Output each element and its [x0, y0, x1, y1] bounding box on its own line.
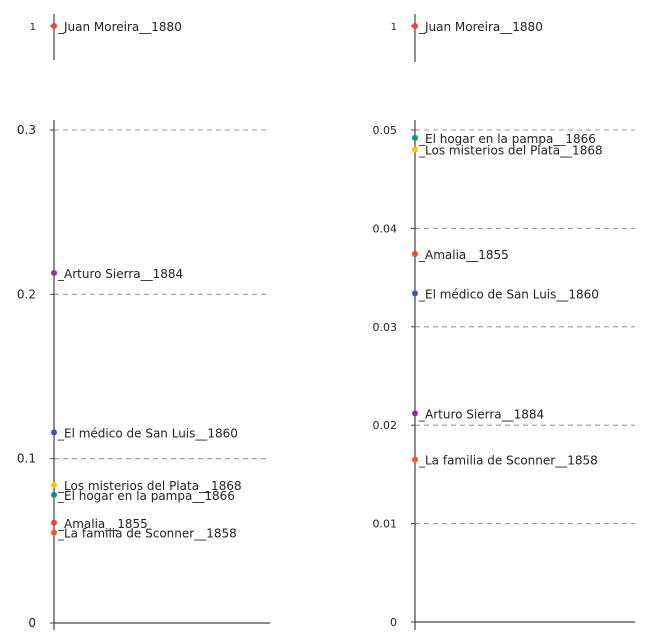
data-point-3-3: [412, 290, 418, 297]
data-point-1-4: [51, 519, 57, 526]
data-label-3-2: _Amalia__1855: [418, 248, 509, 262]
tick-label-3-2: 0.02: [373, 419, 398, 432]
data-point-0-0: [51, 23, 57, 29]
data-point-3-2: [412, 250, 418, 257]
data-label-1-3: _El hogar en la pampa__1866: [57, 489, 235, 503]
tick-label-3-3: 0.03: [373, 321, 398, 334]
tick-label-3-1: 0.01: [373, 518, 398, 531]
data-point-3-5: [412, 456, 418, 463]
data-label-1-5: _La familia de Sconner__1858: [57, 527, 237, 541]
data-label-3-0: _El hogar en la pampa__1866: [418, 132, 596, 146]
data-label-3-1: _Los misterios del Plata__1868: [418, 144, 603, 158]
data-point-3-4: [412, 410, 418, 417]
data-label-3-4: _Arturo Sierra__1884: [418, 407, 544, 421]
tick-label-1-3: 0.3: [17, 123, 36, 137]
tick-label-0-0: 1: [30, 22, 36, 33]
data-point-3-1: [412, 146, 418, 153]
tick-label-1-1: 0.1: [17, 452, 36, 466]
data-point-1-3: [51, 491, 57, 498]
data-label-1-2: _Los misterios del Plata__1868: [57, 479, 242, 493]
data-label-3-5: _La familia de Sconner__1858: [418, 454, 598, 468]
tick-label-2-0: 1: [391, 22, 397, 33]
tick-label-3-4: 0.04: [373, 222, 398, 235]
data-label-1-1: _El médico de San Luis__1860: [57, 426, 238, 440]
data-point-1-5: [51, 529, 57, 536]
data-label-1-0: _Arturo Sierra__1884: [57, 267, 183, 281]
tick-label-1-2: 0.2: [17, 287, 36, 301]
data-point-2-0: [412, 23, 418, 29]
data-label-0-0: _Juan Moreira__1880: [57, 20, 182, 34]
tick-label-3-0: 0: [390, 616, 397, 629]
tick-label-3-5: 0.05: [373, 124, 398, 137]
data-point-1-2: [51, 481, 57, 488]
data-label-1-4: _Amalia__1855: [57, 517, 148, 531]
data-label-3-3: _El médico de San Luis__1860: [418, 287, 599, 301]
data-label-2-0: _Juan Moreira__1880: [418, 20, 543, 34]
data-point-3-0: [412, 134, 418, 141]
data-point-1-0: [51, 269, 57, 276]
data-point-1-1: [51, 429, 57, 436]
tick-label-1-0: 0: [28, 616, 36, 630]
